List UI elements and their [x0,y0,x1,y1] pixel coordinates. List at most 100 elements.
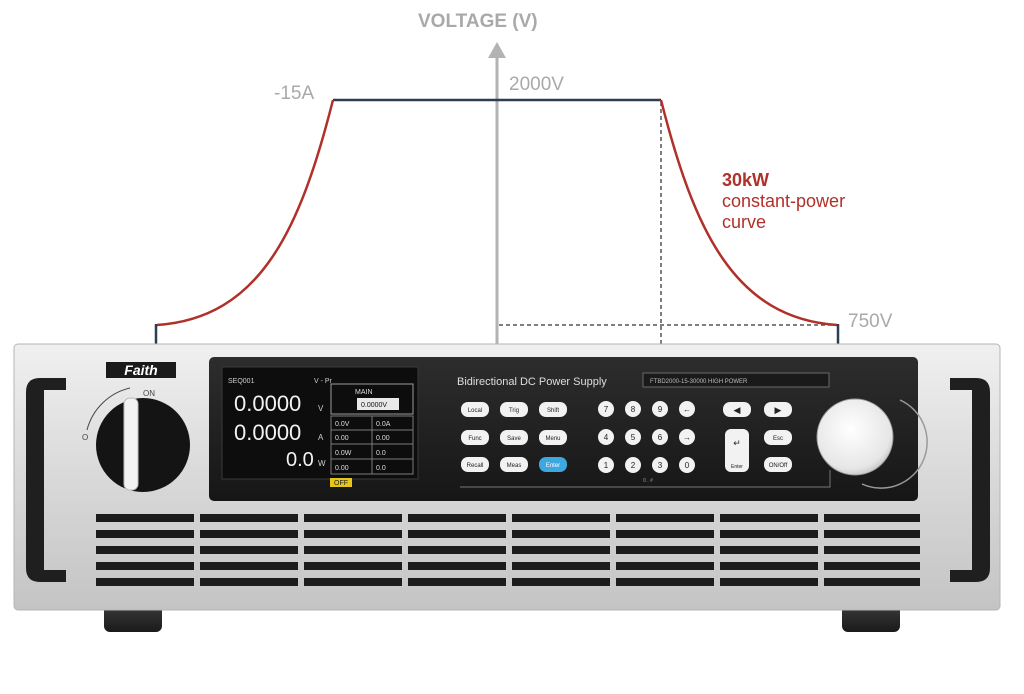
button-meas[interactable] [500,457,528,472]
current-label: -15A [274,83,314,104]
lcd-voltage-unit: V [318,404,324,413]
foot-right [842,605,900,632]
key[interactable] [598,429,614,445]
button-func[interactable] [461,430,489,445]
button-local[interactable] [461,402,489,417]
button-label: Enter [546,463,560,469]
foot-left [104,605,162,632]
button-label: ON/Off [769,463,788,469]
key[interactable] [598,401,614,417]
key[interactable] [625,457,641,473]
status-badge-text: OFF [334,480,348,487]
knob-off-label: O [82,433,88,442]
lcd-side-box [330,383,414,415]
lcd-cell: 0.0 [376,450,386,457]
button-label: Local [468,408,482,414]
button-menu[interactable] [539,430,567,445]
encoder-arc [861,399,928,489]
key-label: 6 [658,433,663,442]
axis-arrow-icon [488,42,506,58]
model-strip-text: FTBD2000-15-30000 HIGH POWER [650,379,748,385]
lcd-header-right: V - Pr [314,378,333,385]
constant-power-curve-left [156,99,335,327]
key[interactable] [598,457,614,473]
key[interactable] [679,401,695,417]
lcd-header-left: SEQ001 [228,378,255,385]
min-voltage-label: 750V [848,311,893,332]
key-label: 9 [658,405,663,414]
button-save[interactable] [500,430,528,445]
panel-bracket [460,470,831,488]
button-trig[interactable] [500,402,528,417]
power-desc-line1: constant-power [722,191,845,211]
button-label: Menu [545,436,560,442]
key[interactable] [625,429,641,445]
lcd-cell: 0.0 [376,465,386,472]
lcd-side-value: 0.0000V [361,402,387,409]
rotary-encoder[interactable] [816,398,928,489]
device-title: Bidirectional DC Power Supply [457,376,607,388]
lcd-cell: 0.0W [335,450,352,457]
keypad-caption: 0 . # [643,478,653,484]
lcd-current: 0.0000 [234,420,301,445]
arrow-right-button[interactable] [764,402,792,417]
lcd-power: 0.0 [286,449,314,471]
key[interactable] [652,401,668,417]
key[interactable] [652,457,668,473]
key-label: 3 [658,461,663,470]
button-label: Meas [507,463,522,469]
key-label: 0 [685,461,690,470]
navigation-buttons[interactable]: ◀ ▶ ↵ Enter Esc ON/Off [723,402,792,472]
arrow-left-icon: ◀ [734,405,741,415]
button-shift[interactable] [539,402,567,417]
model-strip [642,372,830,388]
brand-text: Faith [124,362,157,378]
axis-title: VOLTAGE (V) [418,11,538,32]
button-recall[interactable] [461,457,489,472]
button-label: Esc [773,436,783,442]
power-knob-lever[interactable] [123,397,139,491]
lcd-side-value-box [357,398,399,410]
brand-logo [106,362,176,378]
lcd-cell: 0.0V [335,421,350,428]
numeric-keypad[interactable]: 7 8 9 ← 4 5 6 → 1 2 3 0 0 . # [598,401,695,484]
on-off-button[interactable] [764,457,792,472]
button-enter-blue[interactable] [539,457,567,472]
button-label: Func [468,436,481,442]
max-voltage-label: 2000V [509,74,564,95]
encoder-knob[interactable] [816,398,894,476]
lcd-cell-grid: 0.0V 0.0A 0.00 0.00 0.0W 0.0 0.00 0.0 [330,415,414,475]
enter-icon: ↵ [733,438,741,448]
key[interactable] [625,401,641,417]
enter-button[interactable] [725,429,749,472]
key-label: 4 [604,433,609,442]
lcd-cell: 0.00 [335,435,349,442]
handle-left[interactable] [26,378,66,582]
lcd-display: SEQ001 V - Pr 0.0000 V 0.0000 A 0.0 W MA… [221,366,419,487]
handle-right[interactable] [950,378,990,582]
key[interactable] [679,457,695,473]
lcd-cell: 0.0A [376,421,391,428]
key-label: 5 [631,433,636,442]
button-label: Save [507,436,521,442]
arrow-right-icon: ▶ [775,405,782,415]
esc-button[interactable] [764,430,792,445]
status-badge [330,478,352,487]
power-switch[interactable]: ON O [82,387,190,492]
power-knob[interactable] [96,398,190,492]
key[interactable] [652,429,668,445]
power-label: 30kW [722,170,769,190]
lcd-current-unit: A [318,433,324,442]
arrow-left-button[interactable] [723,402,751,417]
function-buttons[interactable]: Local Trig Shift Func Save Menu Recall M… [461,402,567,472]
key[interactable] [679,429,695,445]
key-label: 8 [631,405,636,414]
lcd-cell: 0.00 [376,435,390,442]
lcd-power-unit: W [318,459,326,468]
key-label: 2 [631,461,636,470]
lcd-cell: 0.00 [335,465,349,472]
power-desc-line2: curve [722,212,766,232]
constant-power-curve-right [659,99,838,327]
button-label: Recall [467,463,484,469]
